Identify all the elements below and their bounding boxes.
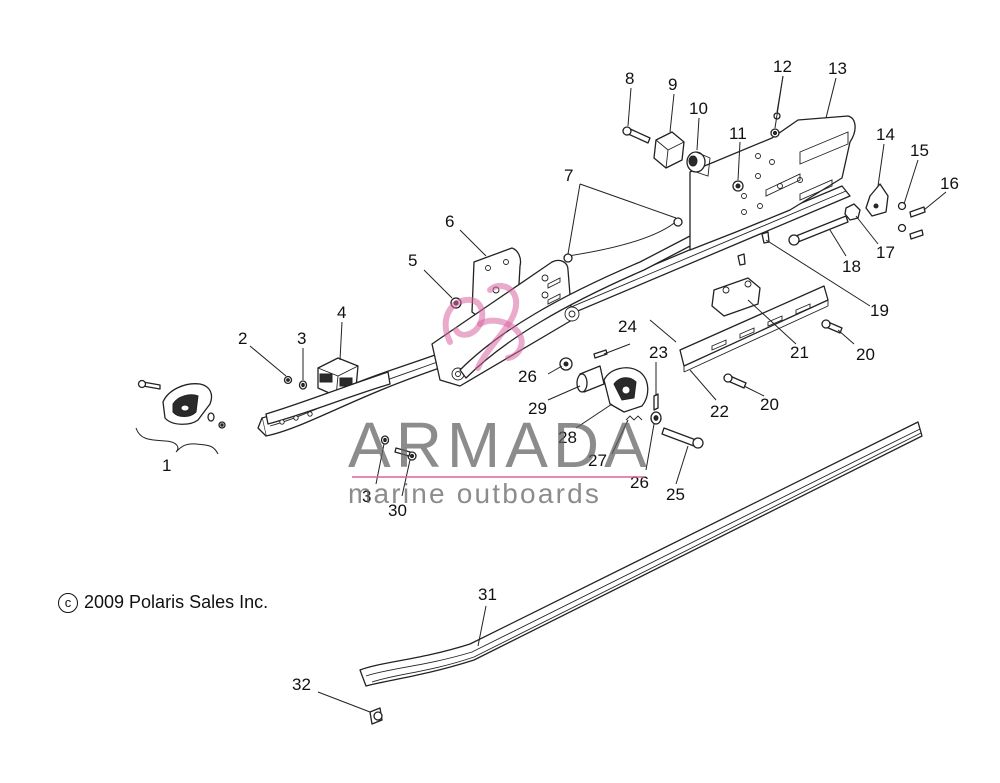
part-14-clip xyxy=(865,183,889,217)
label-part-16: 16 xyxy=(940,174,959,193)
part-29-spacer xyxy=(576,365,605,393)
part-3-washer-lower xyxy=(380,435,390,445)
label-part-19: 19 xyxy=(870,301,889,320)
label-part-3-lower: 3 xyxy=(362,487,371,506)
part-18-long-bolt xyxy=(788,215,849,246)
watermark-divider xyxy=(352,476,644,478)
part-23-pin xyxy=(653,393,659,411)
part-1-ski-tip xyxy=(137,379,226,429)
part-12-nuts xyxy=(770,112,781,138)
label-part-7: 7 xyxy=(564,166,573,185)
label-part-25: 25 xyxy=(666,485,685,504)
part-22-rail xyxy=(679,285,829,373)
label-part-32: 32 xyxy=(292,675,311,694)
part-16-bolts xyxy=(909,206,926,240)
part-9-hex-nut xyxy=(653,131,685,169)
label-part-28: 28 xyxy=(558,428,577,447)
label-part-17: 17 xyxy=(876,243,895,262)
part-8-bolt xyxy=(622,126,651,144)
part-24-screw xyxy=(593,349,608,359)
label-part-21: 21 xyxy=(790,343,809,362)
part-3-washer xyxy=(298,380,308,390)
label-part-22: 22 xyxy=(710,402,729,421)
label-part-23: 23 xyxy=(649,343,668,362)
label-part-10: 10 xyxy=(689,99,708,118)
label-part-3: 3 xyxy=(297,329,306,348)
part-26-washers xyxy=(559,357,662,425)
copyright-icon: c xyxy=(58,593,78,613)
watermark-logo-icon xyxy=(442,282,525,371)
label-part-20-a: 20 xyxy=(856,345,875,364)
ski-frame-beam xyxy=(257,115,856,437)
watermark-tagline: marine outboards xyxy=(348,478,602,509)
label-part-11: 11 xyxy=(729,124,747,143)
label-part-9: 9 xyxy=(668,75,677,94)
label-part-12: 12 xyxy=(773,57,792,76)
brace-part-1 xyxy=(135,427,219,455)
part-10-bushing xyxy=(686,151,711,177)
label-part-15: 15 xyxy=(910,141,929,160)
label-part-13: 13 xyxy=(828,59,847,78)
watermark-brand: ARMADA xyxy=(348,409,652,481)
part-15-nuts xyxy=(897,201,907,233)
label-part-14: 14 xyxy=(876,125,895,144)
label-part-8: 8 xyxy=(625,69,634,88)
part-28-mount xyxy=(603,367,649,413)
label-part-30: 30 xyxy=(388,501,407,520)
part-32-screw xyxy=(369,707,383,725)
label-part-26-a: 26 xyxy=(518,367,537,386)
part-31-runner xyxy=(359,421,923,687)
part-25-bolt xyxy=(661,427,704,449)
part-21-block xyxy=(711,277,761,317)
label-part-20-b: 20 xyxy=(760,395,779,414)
part-30-nut xyxy=(394,447,417,461)
copyright-notice: c 2009 Polaris Sales Inc. xyxy=(58,592,268,613)
label-part-4: 4 xyxy=(337,303,346,322)
leader-lines xyxy=(249,75,947,713)
label-part-24: 24 xyxy=(618,317,637,336)
label-part-27: 27 xyxy=(588,451,607,470)
label-part-5: 5 xyxy=(408,251,417,270)
label-part-2: 2 xyxy=(238,329,247,348)
part-27-spring xyxy=(625,415,643,421)
label-part-31: 31 xyxy=(478,585,497,604)
label-part-6: 6 xyxy=(445,212,454,231)
label-part-1: 1 xyxy=(162,456,171,475)
copyright-text: 2009 Polaris Sales Inc. xyxy=(84,592,269,612)
part-number-labels: 1 2 3 4 5 6 7 8 9 10 11 12 13 14 15 16 1… xyxy=(162,57,959,694)
label-part-29: 29 xyxy=(528,399,547,418)
label-part-18: 18 xyxy=(842,257,861,276)
part-2-nut xyxy=(283,375,293,385)
